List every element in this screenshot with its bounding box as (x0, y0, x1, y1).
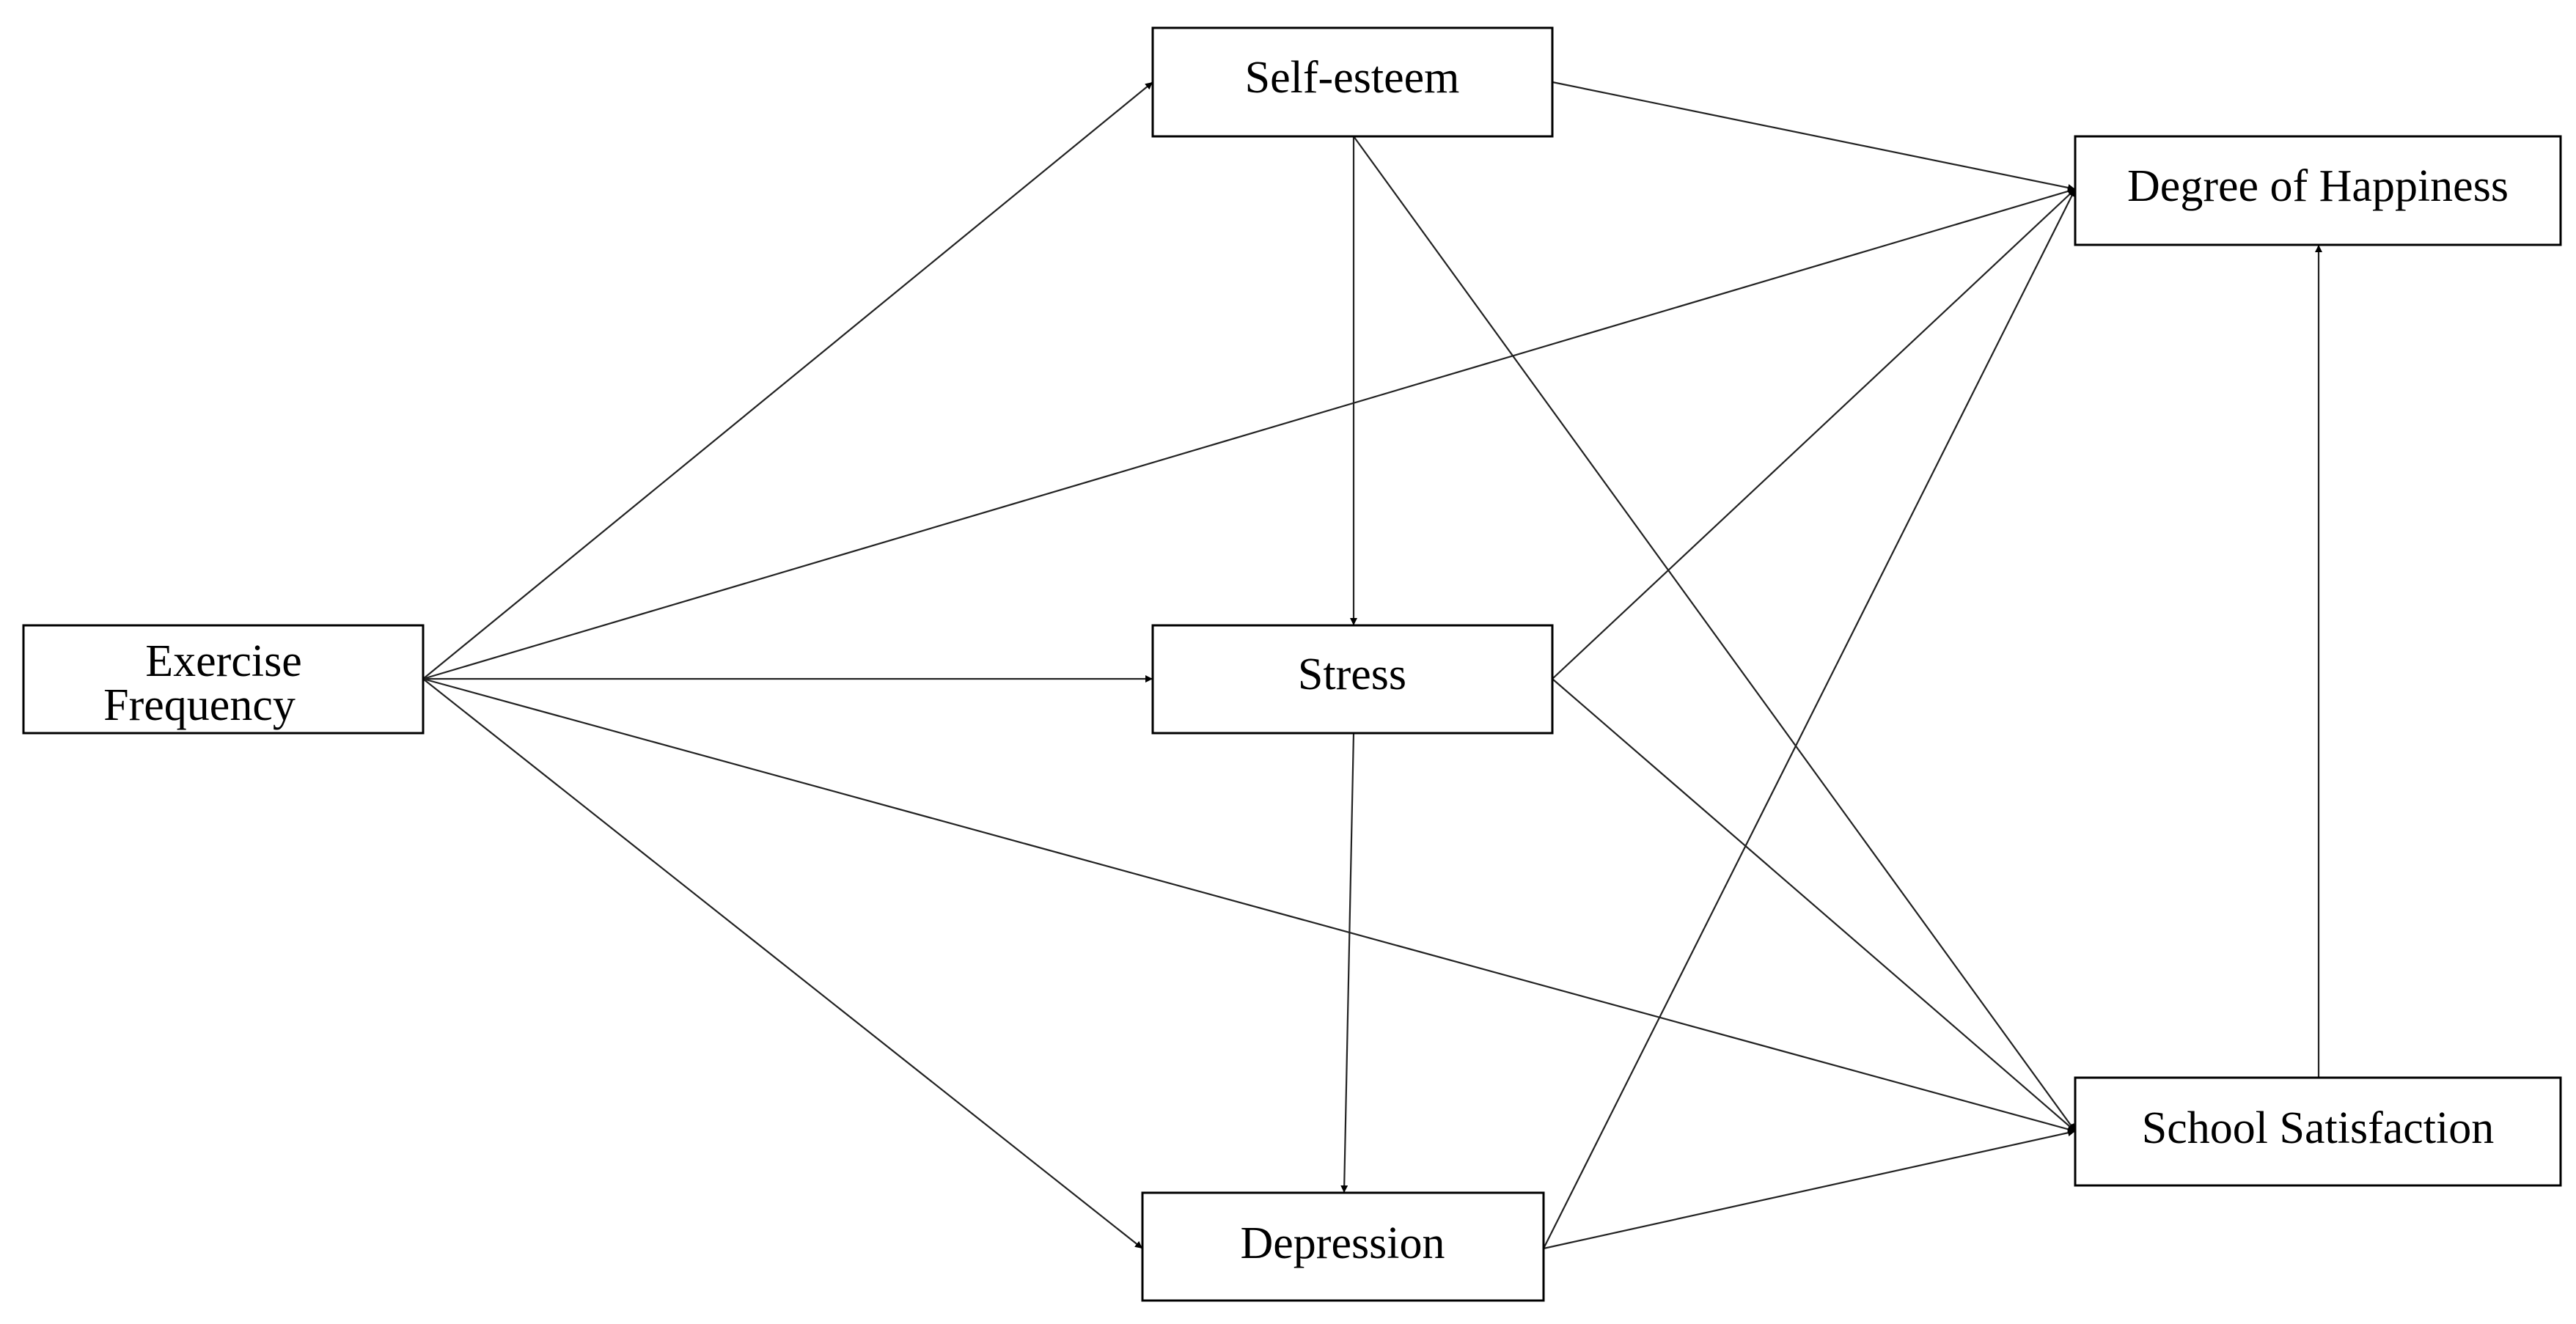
nodes-layer: Exercise Frequency Self-esteem Stress De… (22, 26, 2562, 1302)
edge-stress-to-school (1552, 678, 2076, 1132)
node-exercise-frequency: Exercise Frequency (22, 624, 425, 735)
edges-layer (422, 81, 2322, 1250)
node-stress: Stress (1151, 624, 1554, 735)
edge-depression-to-happiness (1543, 188, 2076, 1249)
node-degree-of-happiness-label: Degree of Happiness (2127, 161, 2509, 211)
node-degree-of-happiness: Degree of Happiness (2074, 135, 2562, 246)
node-self-esteem-label: Self-esteem (1245, 53, 1460, 103)
node-school-satisfaction-label: School Satisfaction (2142, 1103, 2494, 1153)
edge-stress-to-depression (1340, 732, 1355, 1194)
edge-exercise-to-self-esteem (422, 81, 1153, 680)
node-exercise-frequency-label-line-2: Frequency (103, 680, 296, 730)
node-school-satisfaction-box (2074, 1076, 2562, 1187)
node-self-esteem: Self-esteem (1151, 26, 1554, 138)
edge-exercise-to-happiness (422, 188, 2076, 680)
edge-depression-to-school (1543, 1129, 2076, 1250)
node-stress-label: Stress (1298, 650, 1406, 699)
edge-stress-to-happiness (1552, 188, 2076, 680)
edge-exercise-to-school (422, 677, 2076, 1133)
node-degree-of-happiness-box (2074, 135, 2562, 246)
edge-self-esteem-to-happiness (1552, 81, 2076, 191)
node-school-satisfaction: School Satisfaction (2074, 1076, 2562, 1187)
node-depression-label: Depression (1241, 1218, 1445, 1268)
edge-exercise-to-depression (422, 678, 1143, 1249)
node-exercise-frequency-label-line-1: Exercise (145, 636, 301, 686)
node-depression: Depression (1141, 1191, 1545, 1302)
node-self-esteem-box (1151, 26, 1554, 138)
node-stress-box (1151, 624, 1554, 735)
edge-self-esteem-to-school (1353, 136, 2076, 1132)
node-depression-box (1141, 1191, 1545, 1302)
node-exercise-frequency-box (22, 624, 425, 735)
